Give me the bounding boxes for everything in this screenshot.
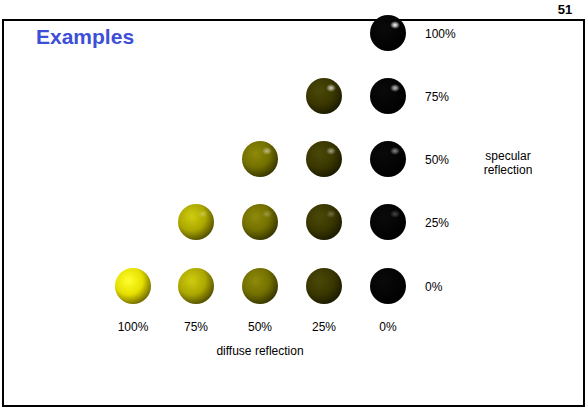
shaded-spheres <box>115 15 406 304</box>
diffuse-level: 75% <box>184 320 208 334</box>
slide-border <box>3 20 584 406</box>
slide-title: Examples <box>36 24 134 49</box>
specular-level: 0% <box>425 280 442 294</box>
axis-title: specular reflection <box>472 149 544 178</box>
page-number: 51 <box>558 2 572 18</box>
specular-level: 50% <box>425 153 449 167</box>
specular-level: 75% <box>425 90 449 104</box>
diffuse-level: 50% <box>248 320 272 334</box>
axis-title: diffuse reflection <box>216 344 303 358</box>
diffuse-level: 25% <box>312 320 336 334</box>
specular-level: 25% <box>425 216 449 230</box>
specular-level: 100% <box>425 27 456 41</box>
diffuse-level: 100% <box>118 320 149 334</box>
diffuse-level: 0% <box>379 320 396 334</box>
